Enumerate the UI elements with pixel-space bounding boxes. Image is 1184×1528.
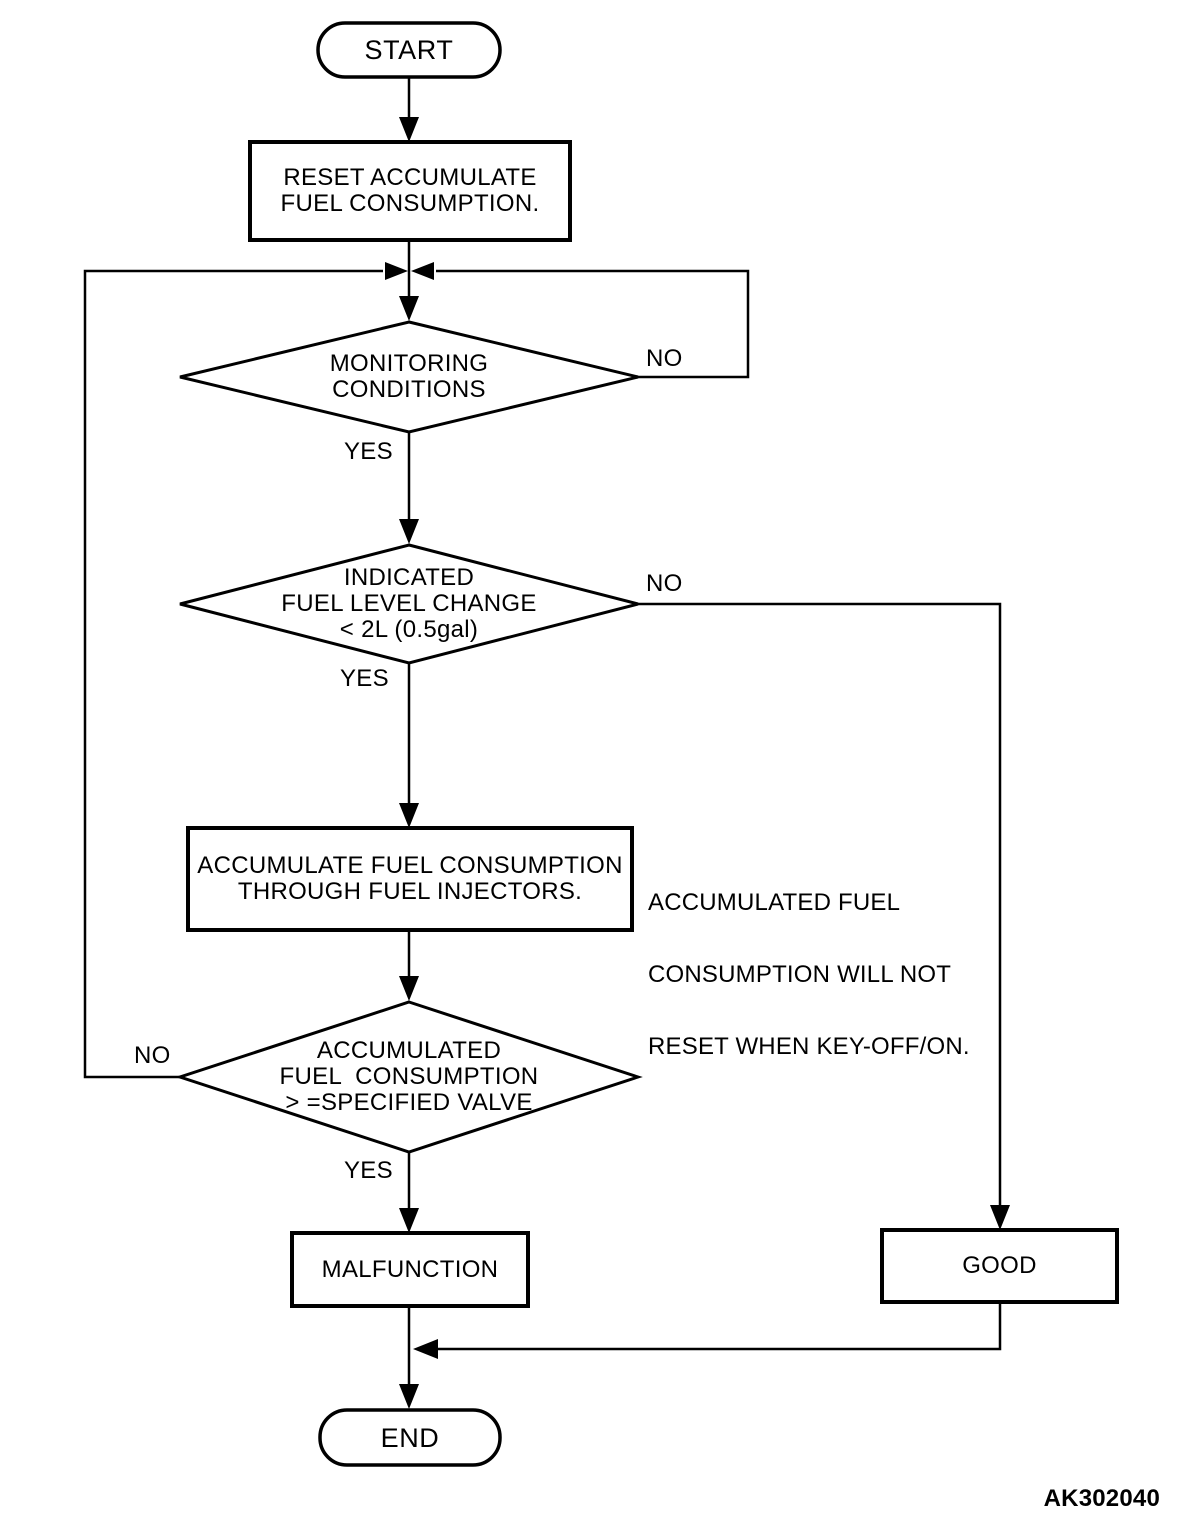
edge-fuel-level-no-to-good — [638, 602, 1002, 1220]
reset-process-node: RESET ACCUMULATE FUEL CONSUMPTION. — [250, 142, 570, 240]
arrowhead-junction-from-left — [385, 262, 408, 280]
malfunction-node-label: MALFUNCTION — [321, 1255, 499, 1283]
arrowhead-junction-from-right — [411, 262, 434, 280]
arrowhead-into-accumulate — [399, 803, 419, 828]
arrowhead-into-monitoring — [399, 296, 419, 321]
node-text-line: ACCUMULATED — [316, 1037, 502, 1064]
figure-code: AK302040 — [1043, 1485, 1160, 1512]
node-text-line: CONDITIONS — [332, 376, 486, 403]
node-text-line: FUEL CONSUMPTION — [279, 1063, 539, 1090]
edge-good-to-merge — [438, 1302, 1002, 1351]
start-node-shape — [316, 21, 502, 79]
fuel-level-decision-shape — [179, 543, 639, 665]
start-node: START — [318, 23, 500, 77]
end-node: END — [320, 1410, 500, 1465]
node-text-line: FUEL CONSUMPTION. — [280, 190, 540, 217]
arrowhead-into-fuel-level — [399, 519, 419, 544]
accumulate-process-node: ACCUMULATE FUEL CONSUMPTION THROUGH FUEL… — [188, 828, 632, 930]
start-node-label: START — [364, 35, 454, 65]
loop-left-wire-threshold-no — [83, 269, 383, 1079]
node-text-line: MONITORING — [329, 350, 489, 377]
arrowhead-into-good — [990, 1205, 1010, 1230]
arrowhead-into-threshold — [399, 976, 419, 1001]
fuel-level-decision-node: INDICATED FUEL LEVEL CHANGE < 2L (0.5gal… — [180, 545, 638, 663]
arrowhead-into-end — [399, 1384, 419, 1409]
node-text-line: RESET ACCUMULATE — [283, 164, 537, 191]
branch-label-threshold-yes: YES — [344, 1157, 393, 1184]
accumulate-process-shape — [186, 826, 634, 932]
good-node-shape — [880, 1228, 1119, 1304]
branch-label-threshold-no: NO — [134, 1042, 171, 1069]
threshold-decision-node: ACCUMULATED FUEL CONSUMPTION > =SPECIFIE… — [180, 1002, 638, 1152]
note-text-line: CONSUMPTION WILL NOT — [648, 961, 952, 988]
branch-label-fuel-level-no: NO — [646, 570, 683, 597]
branch-label-monitoring-yes: YES — [344, 438, 393, 465]
node-text-line: THROUGH FUEL INJECTORS. — [237, 878, 583, 905]
reset-process-shape — [248, 140, 572, 242]
branch-label-fuel-level-yes: YES — [340, 665, 389, 692]
end-node-shape — [318, 1408, 502, 1467]
node-text-line: < 2L (0.5gal) — [339, 616, 479, 643]
arrowhead-into-reset — [399, 117, 419, 142]
malfunction-node-shape — [290, 1231, 530, 1308]
branch-label-monitoring-no: NO — [646, 345, 683, 372]
arrowhead-into-malfunction — [399, 1208, 419, 1233]
good-node-label: GOOD — [962, 1252, 1037, 1279]
threshold-decision-shape — [175, 1000, 643, 1154]
note-text-line: RESET WHEN KEY-OFF/ON. — [648, 1033, 970, 1060]
arrowhead-merge-from-good — [413, 1339, 438, 1359]
note-text-line: ACCUMULATED FUEL — [648, 889, 901, 916]
node-text-line: ACCUMULATE FUEL CONSUMPTION — [197, 852, 623, 879]
node-text-line: > =SPECIFIED VALVE — [285, 1089, 533, 1116]
good-node: GOOD — [882, 1230, 1117, 1302]
side-note: ACCUMULATED FUEL CONSUMPTION WILL NOT RE… — [648, 843, 970, 1107]
monitoring-decision-node: MONITORING CONDITIONS — [180, 322, 638, 432]
monitoring-decision-shape — [179, 320, 639, 434]
node-text-line: FUEL LEVEL CHANGE — [281, 590, 537, 617]
node-text-line: INDICATED — [343, 564, 475, 591]
loop-right-wire-monitoring-no — [436, 269, 750, 379]
end-node-label: END — [380, 1422, 440, 1453]
malfunction-node: MALFUNCTION — [292, 1233, 528, 1306]
